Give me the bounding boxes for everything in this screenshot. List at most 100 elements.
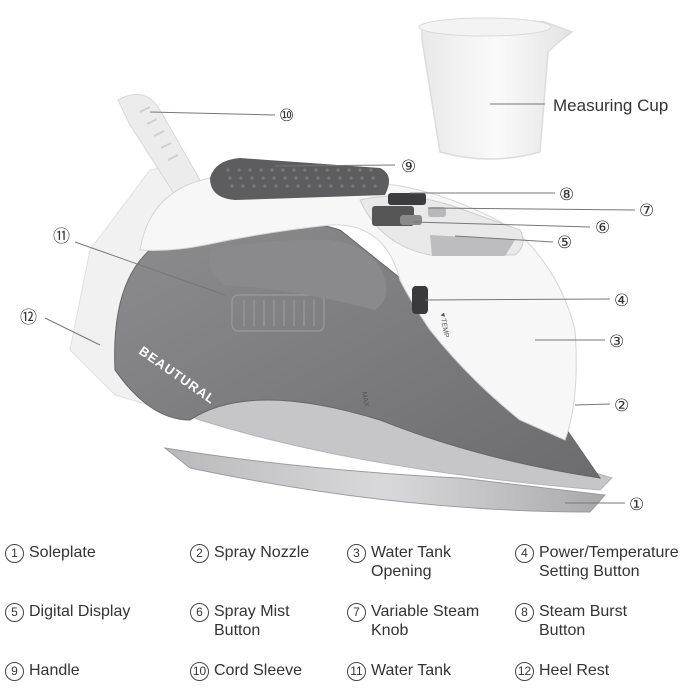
soleplate	[163, 447, 607, 513]
grip-dot	[347, 168, 351, 172]
legend-label: Spray Mist Button	[214, 603, 290, 639]
legend-number: 5	[5, 603, 24, 622]
grip-dot	[230, 184, 234, 188]
grip-dot	[241, 184, 245, 188]
grip-dot	[340, 184, 344, 188]
grip-dot	[272, 176, 276, 180]
callout-3: ③	[609, 332, 624, 351]
callout-5: ⑤	[557, 233, 572, 252]
grip-dot	[373, 184, 377, 188]
parts-legend: 1 Soleplate 2 Spray Nozzle 3 Water Tank …	[0, 535, 700, 695]
legend-number: 7	[347, 603, 366, 622]
legend-label: Handle	[29, 662, 80, 679]
legend-number: 3	[347, 544, 366, 563]
handle-grip	[210, 158, 389, 200]
legend-number: 12	[515, 662, 534, 681]
legend-item-power-temperature: 4 Power/Temperature Setting Button	[515, 543, 679, 581]
legend-item-soleplate: 1 Soleplate	[5, 543, 96, 563]
callout-10: ⑩	[279, 106, 294, 125]
control-panel	[359, 193, 524, 256]
power-temperature-button	[412, 286, 428, 314]
callout-numbers: ⑩ ⑨ ⑧ ⑦ ⑥ ⑤ ④ ③ ② ① ⑪ ⑫ Measuring Cup	[20, 96, 668, 514]
legend-item-digital-display: 5 Digital Display	[5, 602, 130, 622]
grip-dot	[329, 184, 333, 188]
grip-dot	[358, 168, 362, 172]
grip-dot	[336, 168, 340, 172]
legend-item-spray-nozzle: 2 Spray Nozzle	[190, 543, 309, 563]
grip-dot	[362, 184, 366, 188]
legend-number: 8	[515, 603, 534, 622]
iron-diagram: BEAUTURAL ▼TEMP MAX ⑩ ⑨ ⑧ ⑦ ⑥ ⑤ ④ ③ ② ① …	[20, 17, 668, 514]
grip-dot	[283, 176, 287, 180]
grip-dot	[325, 168, 329, 172]
grip-dot	[259, 168, 263, 172]
grip-dot	[338, 176, 342, 180]
callout-4: ④	[614, 291, 629, 310]
callout-2: ②	[614, 396, 629, 415]
grip-dot	[307, 184, 311, 188]
grip-dot	[296, 184, 300, 188]
grip-dot	[369, 168, 373, 172]
callout-7: ⑦	[639, 201, 654, 220]
measuring-cup	[418, 17, 574, 160]
legend-item-variable-steam: 7 Variable Steam Knob	[347, 602, 479, 640]
legend-label: Water Tank	[371, 662, 452, 679]
grip-dot	[292, 168, 296, 172]
callout-1: ①	[629, 495, 644, 514]
callout-11: ⑪	[53, 227, 70, 246]
legend-label: Spray Nozzle	[214, 544, 310, 561]
legend-number: 9	[5, 662, 24, 681]
legend-number: 10	[190, 662, 209, 681]
spray-mist-button	[400, 215, 422, 225]
tank-vents	[231, 294, 325, 332]
grip-dot	[305, 176, 309, 180]
grip-dot	[228, 176, 232, 180]
grip-dot	[274, 184, 278, 188]
legend-item-steam-burst: 8 Steam Burst Button	[515, 602, 627, 640]
grip-dot	[250, 176, 254, 180]
grip-dot	[285, 184, 289, 188]
legend-item-water-tank-opening: 3 Water Tank Opening	[347, 543, 451, 581]
grip-dot	[351, 184, 355, 188]
grip-dot	[261, 176, 265, 180]
legend-label: Soleplate	[29, 544, 96, 561]
legend-item-spray-mist: 6 Spray Mist Button	[190, 602, 290, 640]
grip-dot	[281, 168, 285, 172]
legend-label: Water Tank Opening	[371, 544, 452, 580]
grip-dot	[270, 168, 274, 172]
grip-dot	[294, 176, 298, 180]
grip-dot	[360, 176, 364, 180]
legend-label: Variable Steam Knob	[371, 603, 480, 639]
grip-dot	[248, 168, 252, 172]
temp-mark: ▼TEMP	[438, 311, 450, 339]
water-tank-cover	[430, 235, 515, 256]
legend-label: Steam Burst Button	[539, 603, 628, 639]
legend-number: 4	[515, 544, 534, 563]
grip-dot	[303, 168, 307, 172]
callout-6: ⑥	[595, 218, 610, 237]
legend-label: Cord Sleeve	[214, 662, 303, 679]
grip-dot	[316, 176, 320, 180]
leader-lines	[44, 103, 636, 504]
measuring-cup-label: Measuring Cup	[553, 96, 668, 115]
variable-steam-knob	[428, 207, 446, 217]
legend-number: 6	[190, 603, 209, 622]
legend-number: 2	[190, 544, 209, 563]
grip-dot	[371, 176, 375, 180]
callout-9: ⑨	[401, 157, 416, 176]
legend-number: 1	[5, 544, 24, 563]
grip-dot	[327, 176, 331, 180]
grip-dot	[314, 168, 318, 172]
steam-burst-button	[388, 193, 426, 205]
legend-item-water-tank: 11 Water Tank	[347, 661, 451, 681]
legend-item-cord-sleeve: 10 Cord Sleeve	[190, 661, 302, 681]
grip-dot	[237, 168, 241, 172]
grip-dot	[252, 184, 256, 188]
grip-dot	[226, 168, 230, 172]
max-mark: MAX	[360, 391, 370, 407]
grip-dot	[263, 184, 267, 188]
handle-hole	[209, 239, 387, 310]
legend-item-heel-rest: 12 Heel Rest	[515, 661, 609, 681]
legend-item-handle: 9 Handle	[5, 661, 80, 681]
legend-label: Heel Rest	[539, 662, 610, 679]
